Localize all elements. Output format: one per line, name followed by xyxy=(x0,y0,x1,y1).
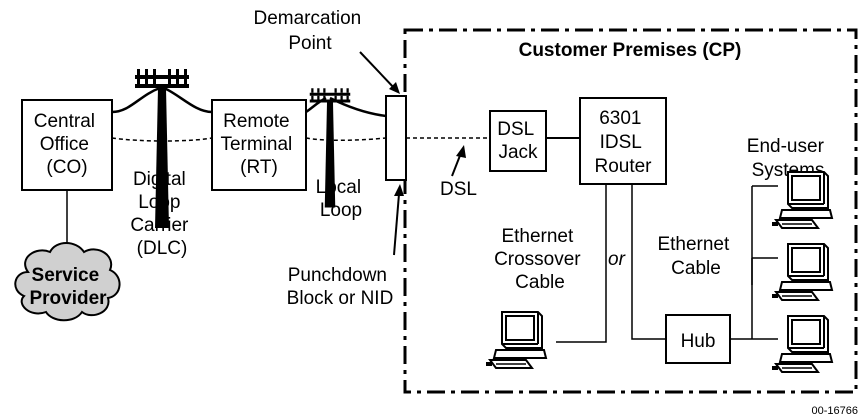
local-loop-label: Local Loop xyxy=(316,177,367,221)
remote-terminal-box xyxy=(211,99,307,191)
central-office-label: Central Office (CO) xyxy=(34,111,101,178)
punchdown-arrowhead xyxy=(394,184,404,196)
dsl-jack-box xyxy=(489,110,547,172)
customer-premises-label: Customer Premises (CP) xyxy=(519,40,742,61)
router-box xyxy=(579,97,667,185)
router-label: 6301 IDSL Router xyxy=(594,108,652,177)
dsl-jack-label: DSL Jack xyxy=(497,119,539,163)
end-user-computer-icon xyxy=(771,243,833,301)
hub-links xyxy=(730,185,778,340)
dsl-arrowhead xyxy=(456,145,466,158)
dlc-label: Digital Loop Carrier (DLC) xyxy=(130,169,193,259)
crossover-computer-icon xyxy=(485,311,547,369)
punchdown-block xyxy=(385,95,407,181)
service-provider-cloud-icon xyxy=(14,242,121,322)
hub-box xyxy=(665,314,731,364)
crossover-cable-line xyxy=(556,184,607,343)
punchdown-label: Punchdown Block or NID xyxy=(287,265,394,309)
ethernet-cable-line xyxy=(631,184,666,340)
hub-label: Hub xyxy=(681,331,716,352)
end-user-computer-icon xyxy=(771,315,833,373)
demarcation-point-label: Demarcation Point xyxy=(254,8,367,54)
dsl-pointer xyxy=(451,152,462,177)
dsl-label: DSL xyxy=(440,179,477,200)
demarcation-pointer xyxy=(359,51,397,91)
crossover-cable-label: Ethernet Crossover Cable xyxy=(494,226,586,293)
punchdown-pointer xyxy=(393,193,400,256)
or-label: or xyxy=(608,249,626,270)
ethernet-cable-label: Ethernet Cable xyxy=(657,234,734,279)
customer-premises-boundary xyxy=(403,28,858,394)
figure-id: 00-16766 xyxy=(812,405,859,417)
remote-terminal-label: Remote Terminal (RT) xyxy=(220,111,297,178)
demarcation-arrowhead xyxy=(389,82,400,94)
service-provider-label: Service Provider xyxy=(29,265,107,309)
